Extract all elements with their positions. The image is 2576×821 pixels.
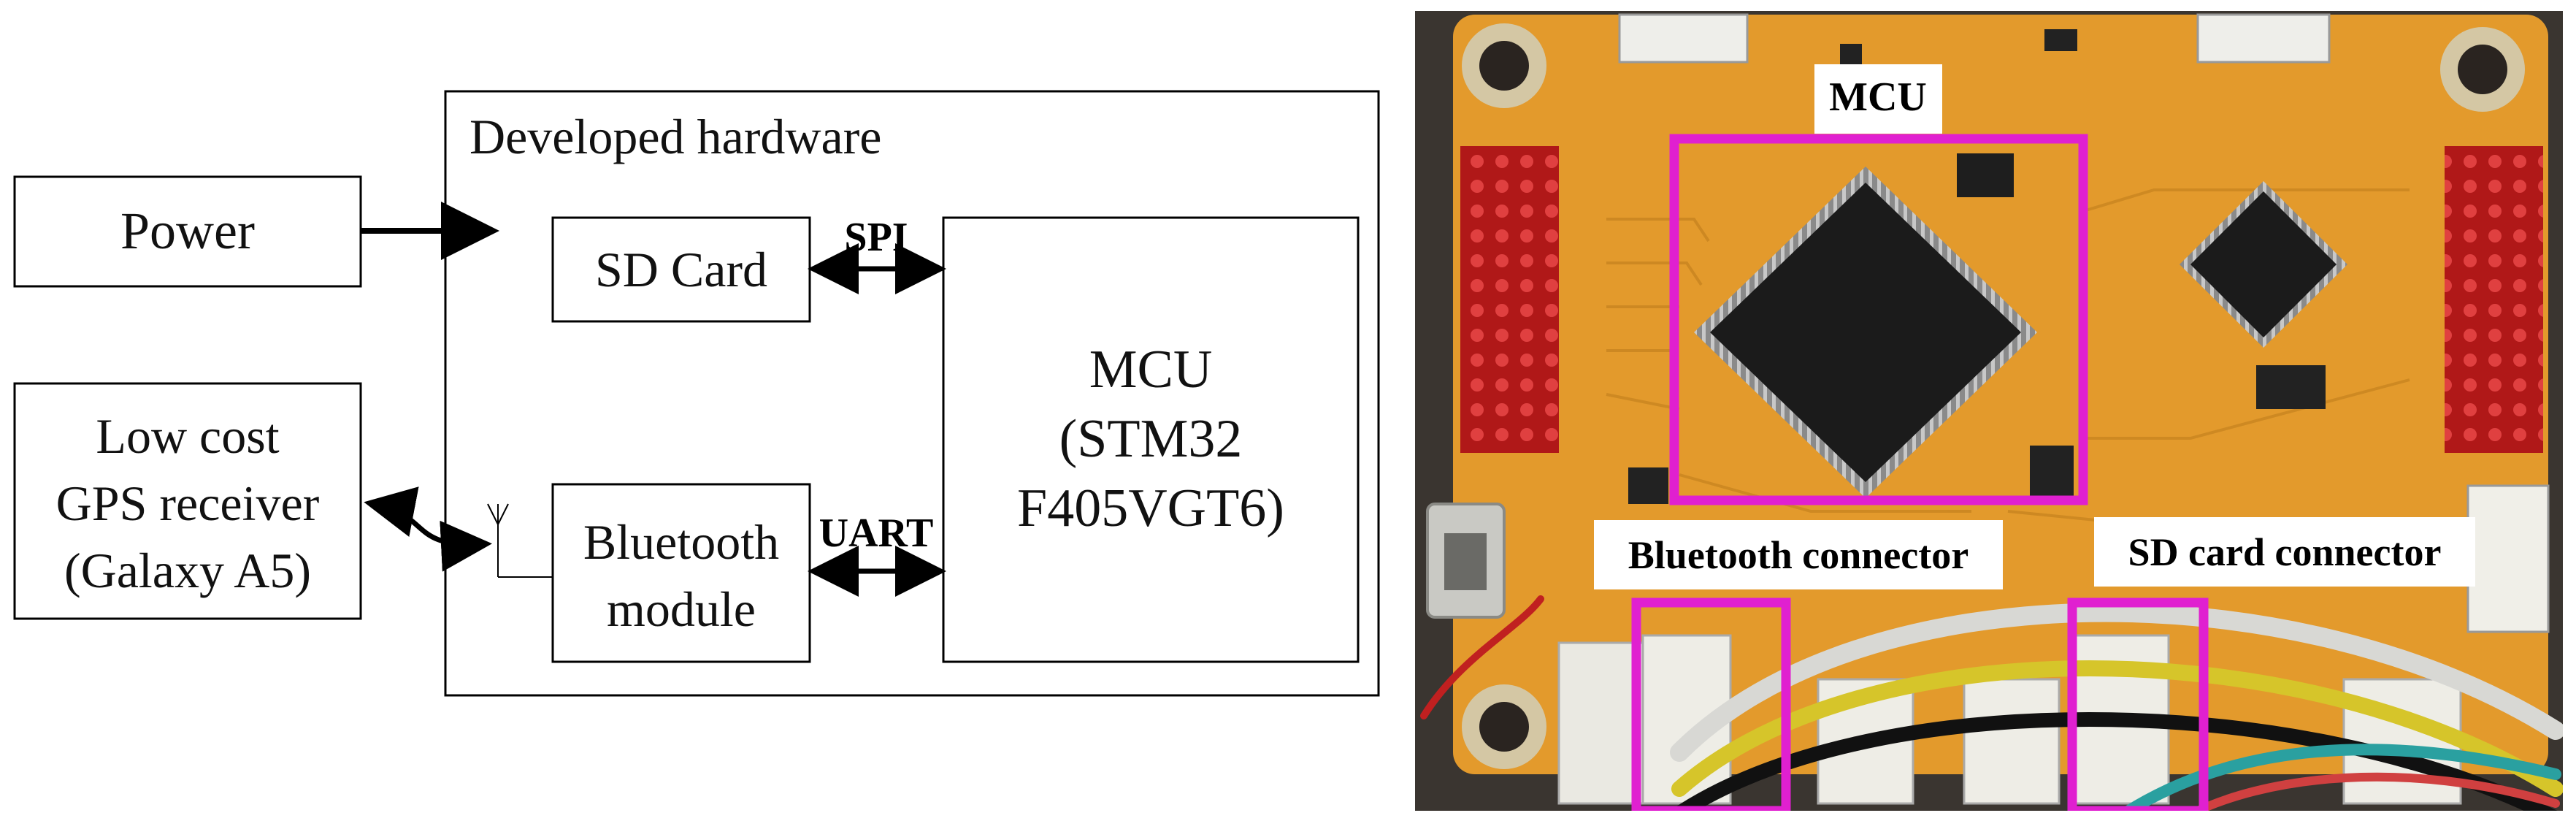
gps-label-line-3: (Galaxy A5) [64,543,311,598]
mcu-chip [1694,167,2037,498]
sd-connector-label-bg [2094,517,2475,587]
small-component [2044,29,2077,51]
block-diagram: Developed hardware Power Low cost GPS re… [13,90,1380,697]
pin-header-right [2445,146,2543,453]
developed-hardware-title: Developed hardware [469,109,882,164]
bottom-connector [1963,678,2061,805]
uart-label: UART [819,511,934,556]
mcu-label-line-2: (STM32 [1059,409,1243,469]
gps-label-line-2: GPS receiver [56,476,320,531]
sd-connector-highlight-box [2067,597,2209,811]
pcb-photo: MCU Bluetooth connector SD card connecto… [1415,11,2563,811]
pin-header-left [1460,146,1559,453]
mcu-label-line-1: MCU [1089,340,1213,400]
mounting-hole [2440,27,2525,112]
small-component [1628,467,1668,504]
power-label: Power [120,202,255,260]
developed-hardware-box [444,90,1380,697]
bluetooth-label-line-2: module [607,581,756,637]
bluetooth-label-line-1: Bluetooth [583,514,779,570]
sd-card-label: SD Card [595,242,767,297]
small-component [2256,365,2326,409]
mounting-hole [1462,23,1546,108]
bottom-connector [1557,641,1644,805]
gps-label-line-1: Low cost [96,408,279,464]
mcu-highlight-box [1669,134,2088,505]
antenna-icon [487,503,553,578]
top-connector [2196,13,2331,64]
top-connector [1618,13,1749,64]
gps-receiver-box [13,382,362,620]
bluetooth-connector-label-bg [1594,520,2003,589]
bluetooth-connector-highlight-box [1631,597,1791,811]
right-connector [2466,484,2550,633]
mcu-label-bg [1814,64,1942,134]
mcu-label-line-3: F405VGT6) [1017,478,1284,538]
wireless-link-arrow [364,486,492,572]
mcu-box [942,216,1360,663]
mounting-hole [1462,684,1546,769]
small-component [1957,153,2014,197]
spi-label: SPI [844,215,908,260]
photo-bluetooth-connector-label: Bluetooth connector [1628,533,1969,577]
secondary-chip [2180,181,2347,348]
photo-mcu-label: MCU [1829,75,1927,120]
small-component [2030,446,2074,497]
cable-bundle [1420,595,2563,811]
photo-sd-connector-label: SD card connector [2128,530,2442,574]
